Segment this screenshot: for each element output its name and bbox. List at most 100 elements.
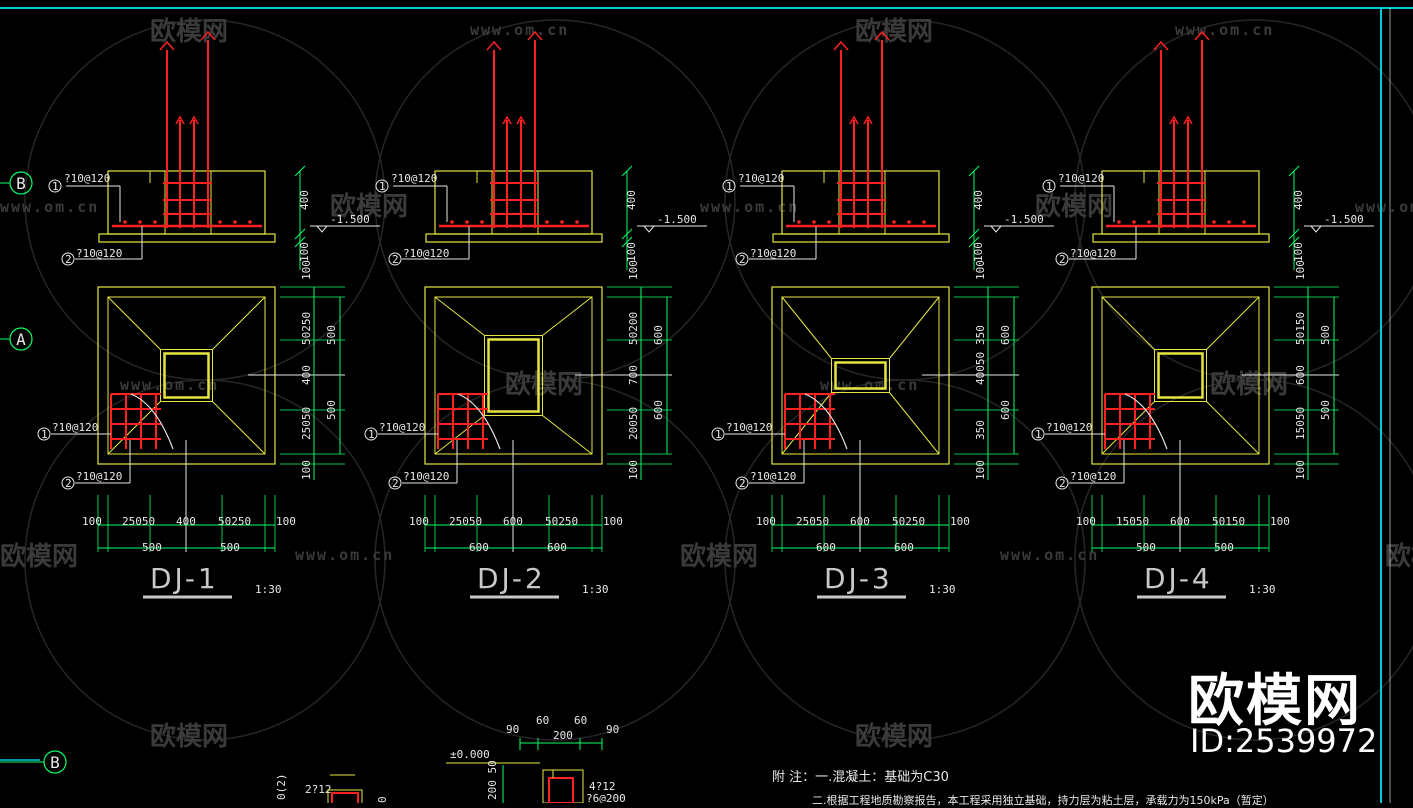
rebar-hook <box>1153 40 1169 51</box>
column-stub <box>1158 170 1206 235</box>
v-dim-label: 350 <box>974 325 987 345</box>
detail-title: DJ-3 <box>824 562 893 595</box>
bar-mark-num: 2 <box>739 253 746 266</box>
svg-text:90: 90 <box>606 723 619 736</box>
v-dim-label: 15050 <box>1294 407 1307 440</box>
v-dim-label: 100 <box>627 460 640 480</box>
rebar-dot <box>797 220 801 224</box>
bar-mark-2 <box>1055 252 1069 266</box>
break-line <box>457 393 501 450</box>
bar-mark-num: 2 <box>1059 253 1066 266</box>
bar2-label: ?10@120 <box>76 247 122 260</box>
detail-title: DJ-1 <box>150 562 219 595</box>
v-dim-label: 50250 <box>300 312 313 345</box>
v-total-label: 600 <box>999 325 1012 345</box>
rebar-dot <box>1212 220 1216 224</box>
svg-text:?6@200: ?6@200 <box>586 792 626 803</box>
watermark-url: www.om.cn <box>470 21 569 39</box>
h-dim-label: 15050 <box>1116 515 1149 528</box>
rebar-hook <box>849 115 859 125</box>
column-stub <box>838 170 886 235</box>
rebar-hook <box>833 40 849 51</box>
bar1-plan-label: ?10@120 <box>379 421 425 434</box>
grid-axis-b: B <box>0 171 33 195</box>
bar-mark-1 <box>37 427 51 441</box>
dim-tick <box>621 228 633 240</box>
bar2-plan-label: ?10@120 <box>403 470 449 483</box>
grid-axis-a: A <box>0 327 33 351</box>
beam-section-detail: 2?12 0(2) 0 <box>275 774 389 803</box>
bar-mark-1 <box>1042 179 1056 193</box>
v-dim-label: 600 <box>1294 365 1307 385</box>
h-dim-label: 600 <box>1170 515 1190 528</box>
watermark-url: www.om.cn <box>1000 546 1099 564</box>
bar-mark-num: 1 <box>41 428 48 441</box>
h-dim-label: 100 <box>1076 515 1096 528</box>
rebar-dot <box>248 220 252 224</box>
dim-tick <box>968 228 980 240</box>
h-dim-label: 25050 <box>449 515 482 528</box>
watermark-brand: 欧模网 <box>1385 541 1413 572</box>
h-dim-label: 100 <box>603 515 623 528</box>
column-outline <box>160 349 213 402</box>
svg-text:200 50: 200 50 <box>486 760 499 800</box>
watermark-url: www.om.cn <box>700 198 799 216</box>
detail-scale: 1:30 <box>929 583 956 596</box>
v-total-label: 600 <box>652 400 665 420</box>
v-total-label: 500 <box>325 400 338 420</box>
h-dim-label: 100 <box>276 515 296 528</box>
h-dim-label: 100 <box>82 515 102 528</box>
svg-text:90: 90 <box>506 723 519 736</box>
footing-base-pad <box>1092 233 1270 243</box>
bar-mark-1 <box>48 179 62 193</box>
slope-line <box>1206 401 1260 455</box>
v-total-label: 500 <box>1319 325 1332 345</box>
h-total-label: 600 <box>547 541 567 554</box>
v-dim-label: 400 <box>300 365 313 385</box>
h-dim-label: 100 <box>409 515 429 528</box>
notes-title: 附 注：一.混凝土：基础为C30 <box>772 770 949 785</box>
h-total-label: 500 <box>1136 541 1156 554</box>
section-dim: 400 <box>972 190 985 210</box>
rebar-hook <box>516 115 526 125</box>
bar2-plan-label: ?10@120 <box>76 470 122 483</box>
bar1-label: ?10@120 <box>738 172 784 185</box>
brand-id: ID:2539972 <box>1190 722 1378 760</box>
h-dim-label: 400 <box>176 515 196 528</box>
h-dim-label: 100 <box>950 515 970 528</box>
bar-mark-num: 1 <box>1035 428 1042 441</box>
svg-text:4?12: 4?12 <box>589 780 616 793</box>
detail-title: DJ-2 <box>477 562 546 595</box>
dim-tick <box>294 165 306 177</box>
section-dim: 100 <box>972 242 985 262</box>
watermark-url: www.om.cn <box>120 376 219 394</box>
watermark-circle <box>374 379 736 741</box>
section-dim: 100 <box>625 242 638 262</box>
brand-logo-text: 欧模网 <box>1188 669 1362 734</box>
rebar-dot <box>123 220 127 224</box>
h-dim-label: 600 <box>503 515 523 528</box>
v-dim-label: 100 <box>974 260 987 280</box>
rebar-dot <box>138 220 142 224</box>
bar-mark-num: 2 <box>1059 477 1066 490</box>
watermark-url: www.om.cn <box>1175 21 1274 39</box>
bar-mark-num: 1 <box>52 180 59 193</box>
rebar-hook <box>486 40 502 51</box>
column-stub <box>491 170 539 235</box>
slope-line <box>542 415 593 455</box>
rebar-hook <box>1183 115 1193 125</box>
watermark-url: www.om.cn <box>1355 198 1413 216</box>
column-outline <box>831 358 890 393</box>
elevation-marker <box>990 225 1002 233</box>
rebar-hook <box>200 30 216 41</box>
v-dim-label: 100 <box>300 460 313 480</box>
slope-line <box>889 392 940 455</box>
elevation-label: -1.500 <box>1004 213 1044 226</box>
watermark-brand: 欧模网 <box>0 541 78 572</box>
svg-text:0: 0 <box>376 796 389 803</box>
bar1-label: ?10@120 <box>64 172 110 185</box>
h-dim-label: 25050 <box>796 515 829 528</box>
foundation-2: 1?10@1202?10@120-1.5004001001?10@1202?10… <box>364 30 707 599</box>
notes-line-2: 二.根据工程地质勘察报告，本工程采用独立基础，持力层为粘土层，承载力为150kP… <box>812 794 1274 807</box>
